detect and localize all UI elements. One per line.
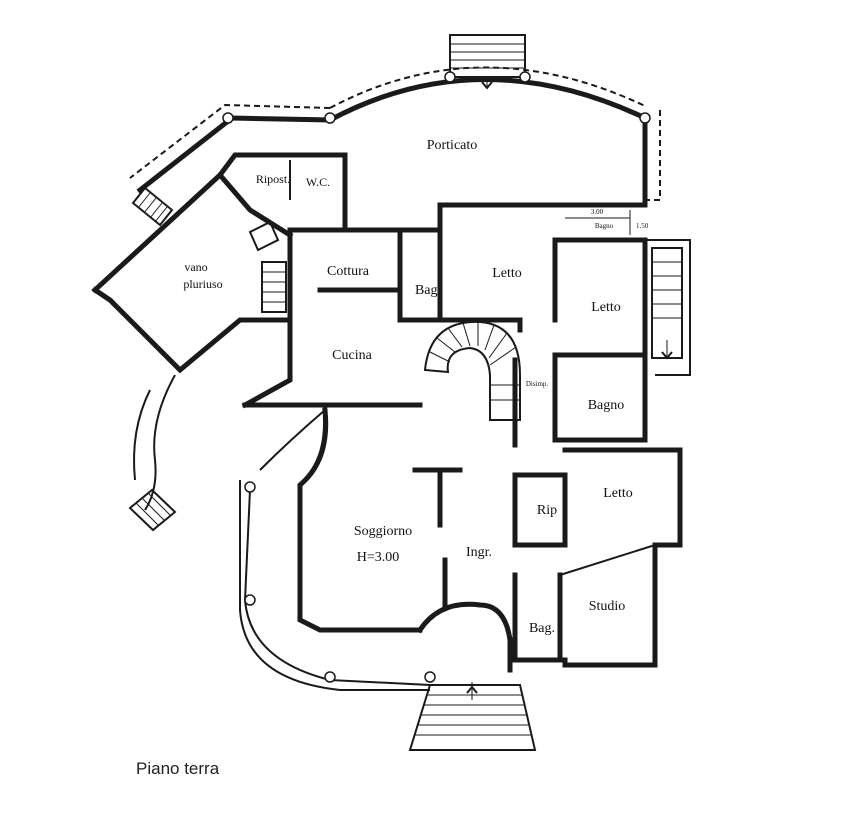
left-diagonal-stair (128, 488, 177, 532)
room-cucina: Cucina (332, 348, 372, 363)
depth-dimension: 1.50 (636, 222, 649, 230)
room-ripost: Ripost. (256, 172, 290, 186)
room-studio: Studio (589, 599, 626, 614)
room-disimp: Disimp. (526, 380, 549, 388)
room-bag-bottom: Bag. (529, 621, 555, 636)
east-stair (651, 247, 683, 360)
room-rip: Rip (537, 503, 557, 518)
internal-stairs (248, 220, 287, 313)
room-letto-3: Letto (603, 486, 633, 501)
bagno-small-label: Bagno (595, 222, 614, 230)
room-soggiorno: Soggiorno (354, 524, 412, 539)
room-vano: vano (184, 260, 207, 274)
width-dimension: 3.00 (591, 208, 604, 216)
room-height: H=3.00 (357, 550, 400, 565)
room-pluriuso: pluriuso (183, 277, 222, 291)
room-labels: Porticato Ripost. W.C. vano pluriuso Cot… (183, 138, 632, 636)
room-bag-top: Bag. (415, 283, 441, 298)
room-cottura: Cottura (327, 264, 370, 279)
dimension-marker: 3.00 1.50 Bagno (565, 208, 649, 235)
spiral-staircase (423, 320, 521, 421)
porticato-outline (129, 66, 661, 203)
room-wc: W.C. (306, 175, 330, 189)
room-letto-2: Letto (591, 300, 621, 315)
left-porticato-stair (131, 186, 174, 227)
bottom-entrance-stair (408, 682, 537, 751)
garden-pillars (244, 481, 436, 683)
porticato-columns (222, 71, 651, 124)
garden-path (133, 374, 431, 691)
room-letto-1: Letto (492, 266, 522, 281)
room-bagno: Bagno (588, 398, 625, 413)
room-ingr: Ingr. (466, 545, 492, 560)
plan-caption: Piano terra (136, 759, 220, 778)
room-porticato: Porticato (427, 138, 478, 153)
